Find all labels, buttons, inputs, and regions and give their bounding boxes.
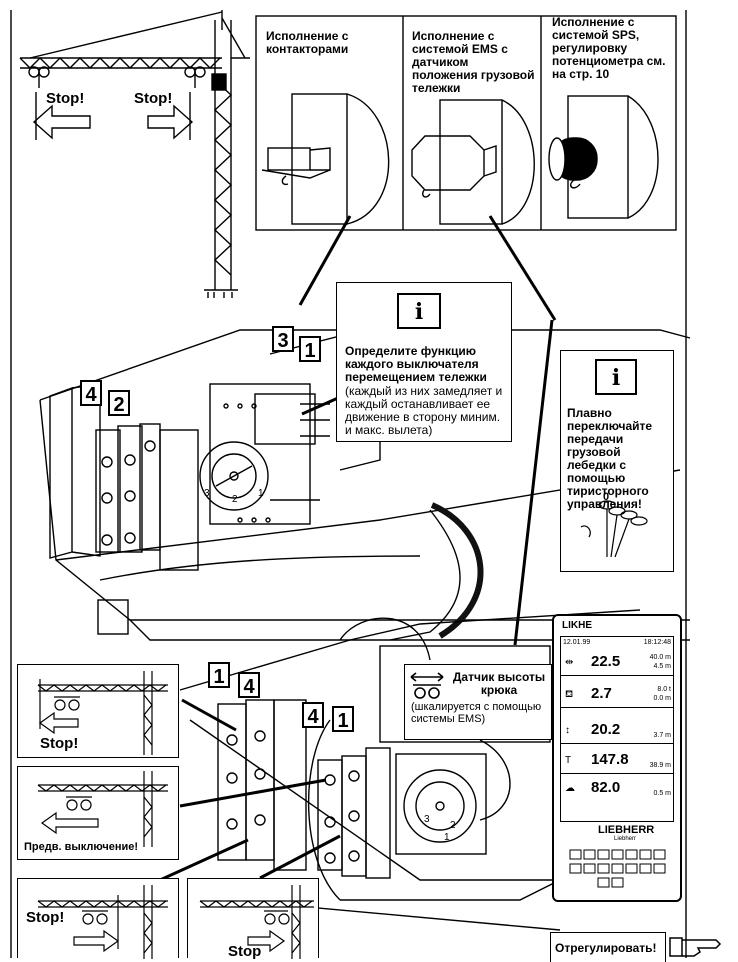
lever-icon: [580, 500, 648, 558]
gear-digit: 3: [204, 488, 210, 499]
switch-number-tag: 1: [332, 706, 354, 732]
liebherr-logo-sub: Liebherr: [614, 836, 637, 842]
slew-icon: T: [565, 755, 572, 766]
display-date: 12.01.99: [563, 639, 591, 646]
switch-number-tag: 3: [272, 326, 294, 352]
wind-icon: ☁: [565, 783, 575, 794]
prestop-label: Предв. выключение!: [24, 841, 139, 853]
gear-digit: 3: [424, 814, 430, 825]
stop-label-partial: Stop: [228, 943, 262, 959]
info-callout-text: Определите функцию каждого выключателя п…: [345, 344, 487, 384]
adjust-label: Отрегулировать!: [555, 941, 657, 955]
crane-icon: [37, 771, 168, 847]
scenario-stop-1: Stop!: [17, 664, 179, 758]
pointing-hand-icon: [669, 937, 722, 957]
switch-number-tag: 1: [208, 662, 230, 688]
display-row-wind: ☁ 82.0 0.5 m: [565, 779, 671, 797]
display-time: 18:12:48: [643, 639, 671, 646]
adjust-callout: Отрегулировать!: [550, 932, 666, 962]
info-icon: i: [595, 359, 637, 395]
variant-title-sps: Исполнение с системой SPS, регулировку п…: [552, 15, 666, 81]
variant-title-contactors: Исполнение с контакторами: [266, 29, 349, 56]
trolley-icon: ⇹: [565, 657, 574, 668]
stop-label-right: Stop!: [134, 90, 173, 107]
switch-number-tag: 4: [238, 672, 260, 698]
gear-digit: 1: [444, 832, 450, 843]
stop-label: Stop!: [26, 909, 65, 926]
scenario-prestop: Предв. выключение!: [17, 766, 179, 860]
info-callout-thyristor-text: Плавно переключайте передачи грузовой ле…: [567, 406, 653, 511]
load-icon: ⛾: [565, 689, 574, 700]
sensor-title: Датчик высоты крюка: [452, 670, 546, 697]
info-callout-switch-function: i Определите функцию каждого выключателя…: [336, 282, 512, 442]
crane-icon: [199, 885, 314, 959]
gear-digit: 1: [258, 488, 264, 499]
crane-icon: [37, 885, 168, 959]
switch-number-tag: 4: [302, 702, 324, 728]
gear-digit: 2: [450, 820, 456, 831]
display-brand: LIKHE: [562, 620, 592, 631]
switch-number-tag: 4: [80, 380, 102, 406]
scenario-stop-3: Stop: [187, 878, 319, 959]
sensor-note: (шкалируется с помощью системы EMS): [411, 701, 542, 725]
stop-label: Stop!: [40, 735, 79, 752]
height-icon: ↕: [565, 725, 570, 736]
display-keypad: [569, 849, 666, 888]
scenario-stop-2: Stop!: [17, 878, 179, 959]
info-callout-note: (каждый из них замедляет и каждый остана…: [345, 384, 503, 437]
trolley-icon: [410, 672, 444, 699]
display-row-slewing: T 147.8 38.9 m: [561, 749, 673, 774]
hook-height-sensor-callout: Датчик высоты крюка (шкалируется с помощ…: [404, 664, 552, 740]
stop-label-left: Stop!: [46, 90, 85, 107]
liebherr-logo: LIEBHERR: [598, 824, 655, 836]
variant-title-ems: Исполнение с системой EMS с датчиком пол…: [412, 29, 535, 95]
crane-icon: [37, 671, 168, 755]
display-row-height: ↕ 20.2 3.7 m: [561, 719, 673, 744]
switch-number-tag: 2: [108, 390, 130, 416]
info-callout-thyristor: i Плавно переключайте передачи грузовой …: [560, 350, 674, 572]
lever-zero-label: 0: [603, 491, 610, 503]
info-icon: i: [397, 293, 441, 329]
switch-number-tag: 1: [299, 336, 321, 362]
gear-digit: 2: [232, 494, 238, 505]
